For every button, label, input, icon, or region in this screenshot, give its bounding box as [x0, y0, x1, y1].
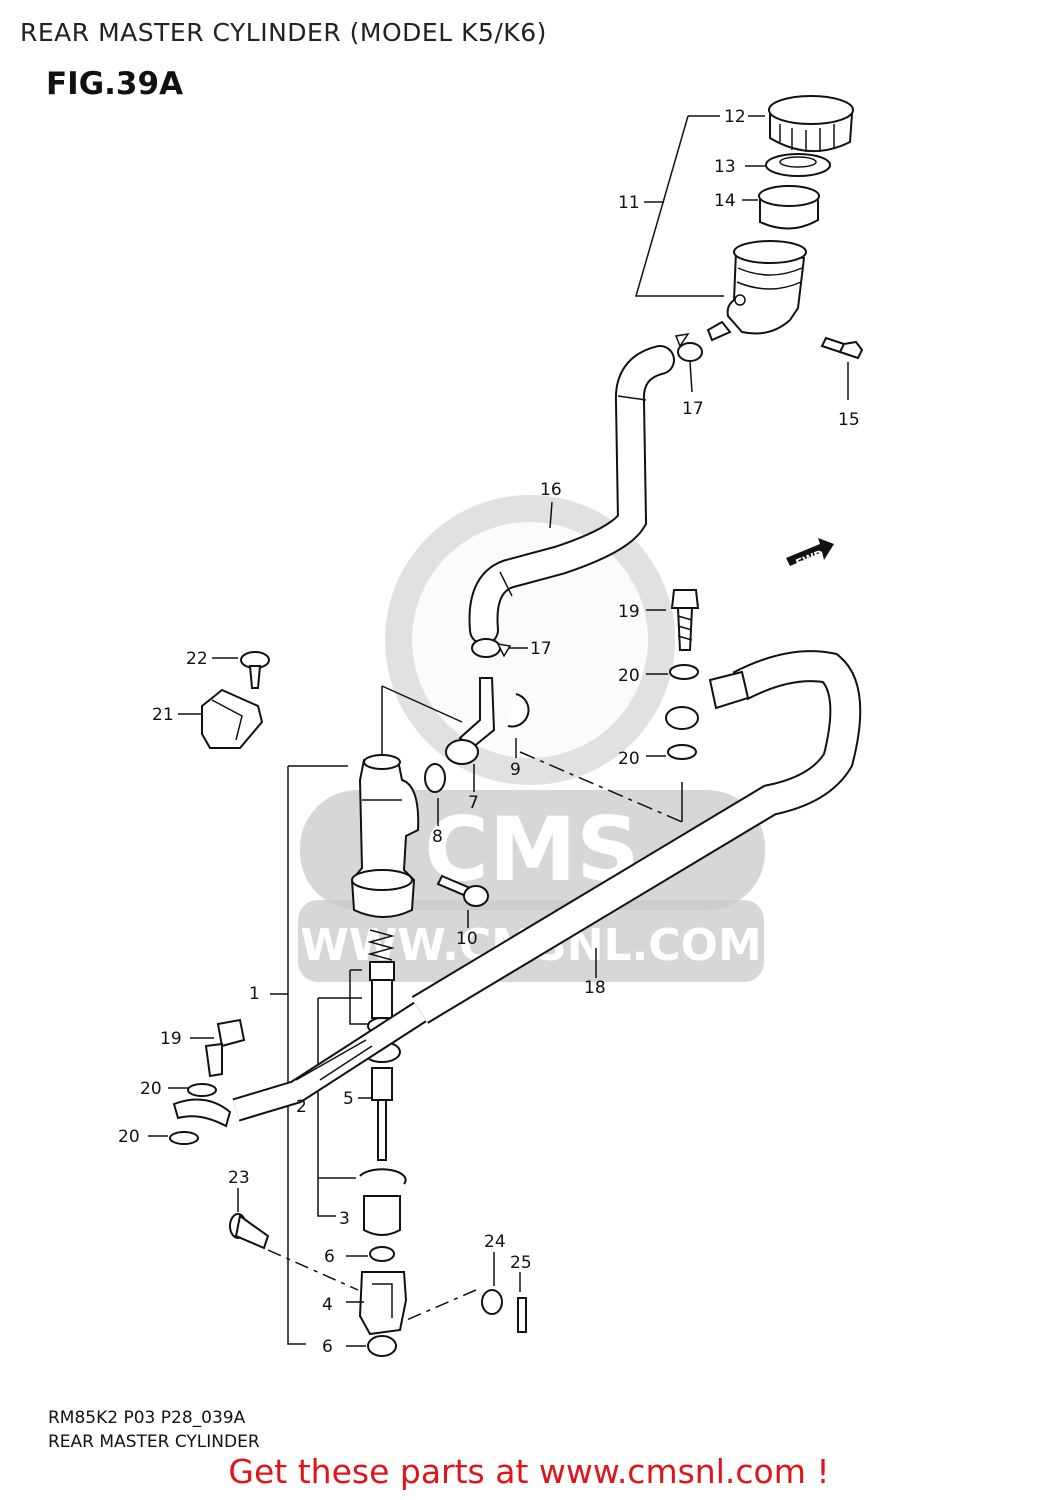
- cotter-pin: [517, 1297, 527, 1333]
- callout-15: 15: [838, 410, 860, 430]
- diaphragm: [758, 185, 820, 230]
- banjo-fitting-lower: [172, 1098, 232, 1128]
- forward-direction-arrow: FWD: [786, 538, 834, 570]
- pin-washer: [481, 1289, 503, 1315]
- sealing-washer-upper-a: [669, 664, 699, 680]
- lock-nut-lower: [367, 1335, 397, 1357]
- piston-rod: [363, 1041, 401, 1161]
- reservoir-bolt: [820, 336, 864, 360]
- callout-13: 13: [714, 157, 736, 177]
- banjo-bolt-lower: [204, 1018, 246, 1078]
- rod-circlip: [359, 1168, 407, 1185]
- page-title: REAR MASTER CYLINDER (MODEL K5/K6): [20, 18, 547, 47]
- callout-6-upper: 6: [324, 1247, 335, 1267]
- cylinder-bolt: [436, 874, 489, 907]
- reservoir-body: [706, 240, 807, 342]
- callout-9: 9: [510, 760, 521, 780]
- callout-12: 12: [724, 107, 746, 127]
- callout-6-lower: 6: [322, 1337, 333, 1357]
- banjo-bolt-upper: [670, 589, 700, 651]
- callout-4: 4: [322, 1295, 333, 1315]
- circlip: [507, 693, 530, 728]
- callout-20-d: 20: [118, 1127, 140, 1147]
- sealing-washer-lower-a: [187, 1083, 217, 1097]
- o-ring: [424, 763, 446, 793]
- callout-23: 23: [228, 1168, 250, 1188]
- callout-22: 22: [186, 649, 208, 669]
- hose-fitting-upper: [708, 670, 750, 710]
- callout-1: 1: [249, 984, 260, 1004]
- callout-20-c: 20: [140, 1079, 162, 1099]
- boot: [363, 1195, 401, 1236]
- callout-20-a: 20: [618, 666, 640, 686]
- callout-19-upper: 19: [618, 602, 640, 622]
- hose-clamp-lower: [471, 638, 512, 658]
- callout-18: 18: [584, 978, 606, 998]
- clevis-pin: [229, 1213, 270, 1250]
- diagram-code: RM85K2 P03 P28_039A: [48, 1408, 246, 1428]
- fwd-label: FWD: [794, 547, 826, 570]
- bracket-1: [287, 765, 348, 1345]
- callout-16: 16: [540, 480, 562, 500]
- callout-24: 24: [484, 1232, 506, 1252]
- hose-clamp-upper: [674, 332, 703, 362]
- callout-7: 7: [468, 793, 479, 813]
- lock-nut-upper: [369, 1246, 395, 1262]
- callout-3: 3: [339, 1209, 350, 1229]
- clevis: [358, 1271, 408, 1336]
- callout-20-b: 20: [618, 749, 640, 769]
- callout-8: 8: [432, 827, 443, 847]
- reservoir-cap: [768, 95, 854, 152]
- diagram-name: REAR MASTER CYLINDER: [48, 1432, 260, 1452]
- callout-17-lower: 17: [530, 639, 552, 659]
- master-cylinder-body: [350, 754, 420, 918]
- hose-joint: [445, 677, 496, 765]
- callout-11: 11: [618, 193, 640, 213]
- callout-2: 2: [296, 1097, 307, 1117]
- figure-title: FIG.39A: [46, 66, 184, 102]
- hose-guide-bracket: [201, 688, 264, 749]
- return-spring: [367, 929, 395, 961]
- sealing-washer-upper-b: [667, 744, 697, 760]
- bracket-11: [635, 115, 724, 297]
- callout-17-upper: 17: [682, 399, 704, 419]
- banjo-fitting-upper: [665, 706, 699, 730]
- callout-21: 21: [152, 705, 174, 725]
- callout-10: 10: [456, 929, 478, 949]
- callout-14: 14: [714, 191, 736, 211]
- promo-footer-link[interactable]: Get these parts at www.cmsnl.com !: [228, 1452, 830, 1491]
- sealing-washer-lower-b: [169, 1131, 199, 1145]
- cap-plate: [765, 153, 831, 177]
- callout-19-lower: 19: [160, 1029, 182, 1049]
- callout-5: 5: [343, 1089, 354, 1109]
- screw-22: [240, 651, 270, 689]
- callout-25: 25: [510, 1253, 532, 1273]
